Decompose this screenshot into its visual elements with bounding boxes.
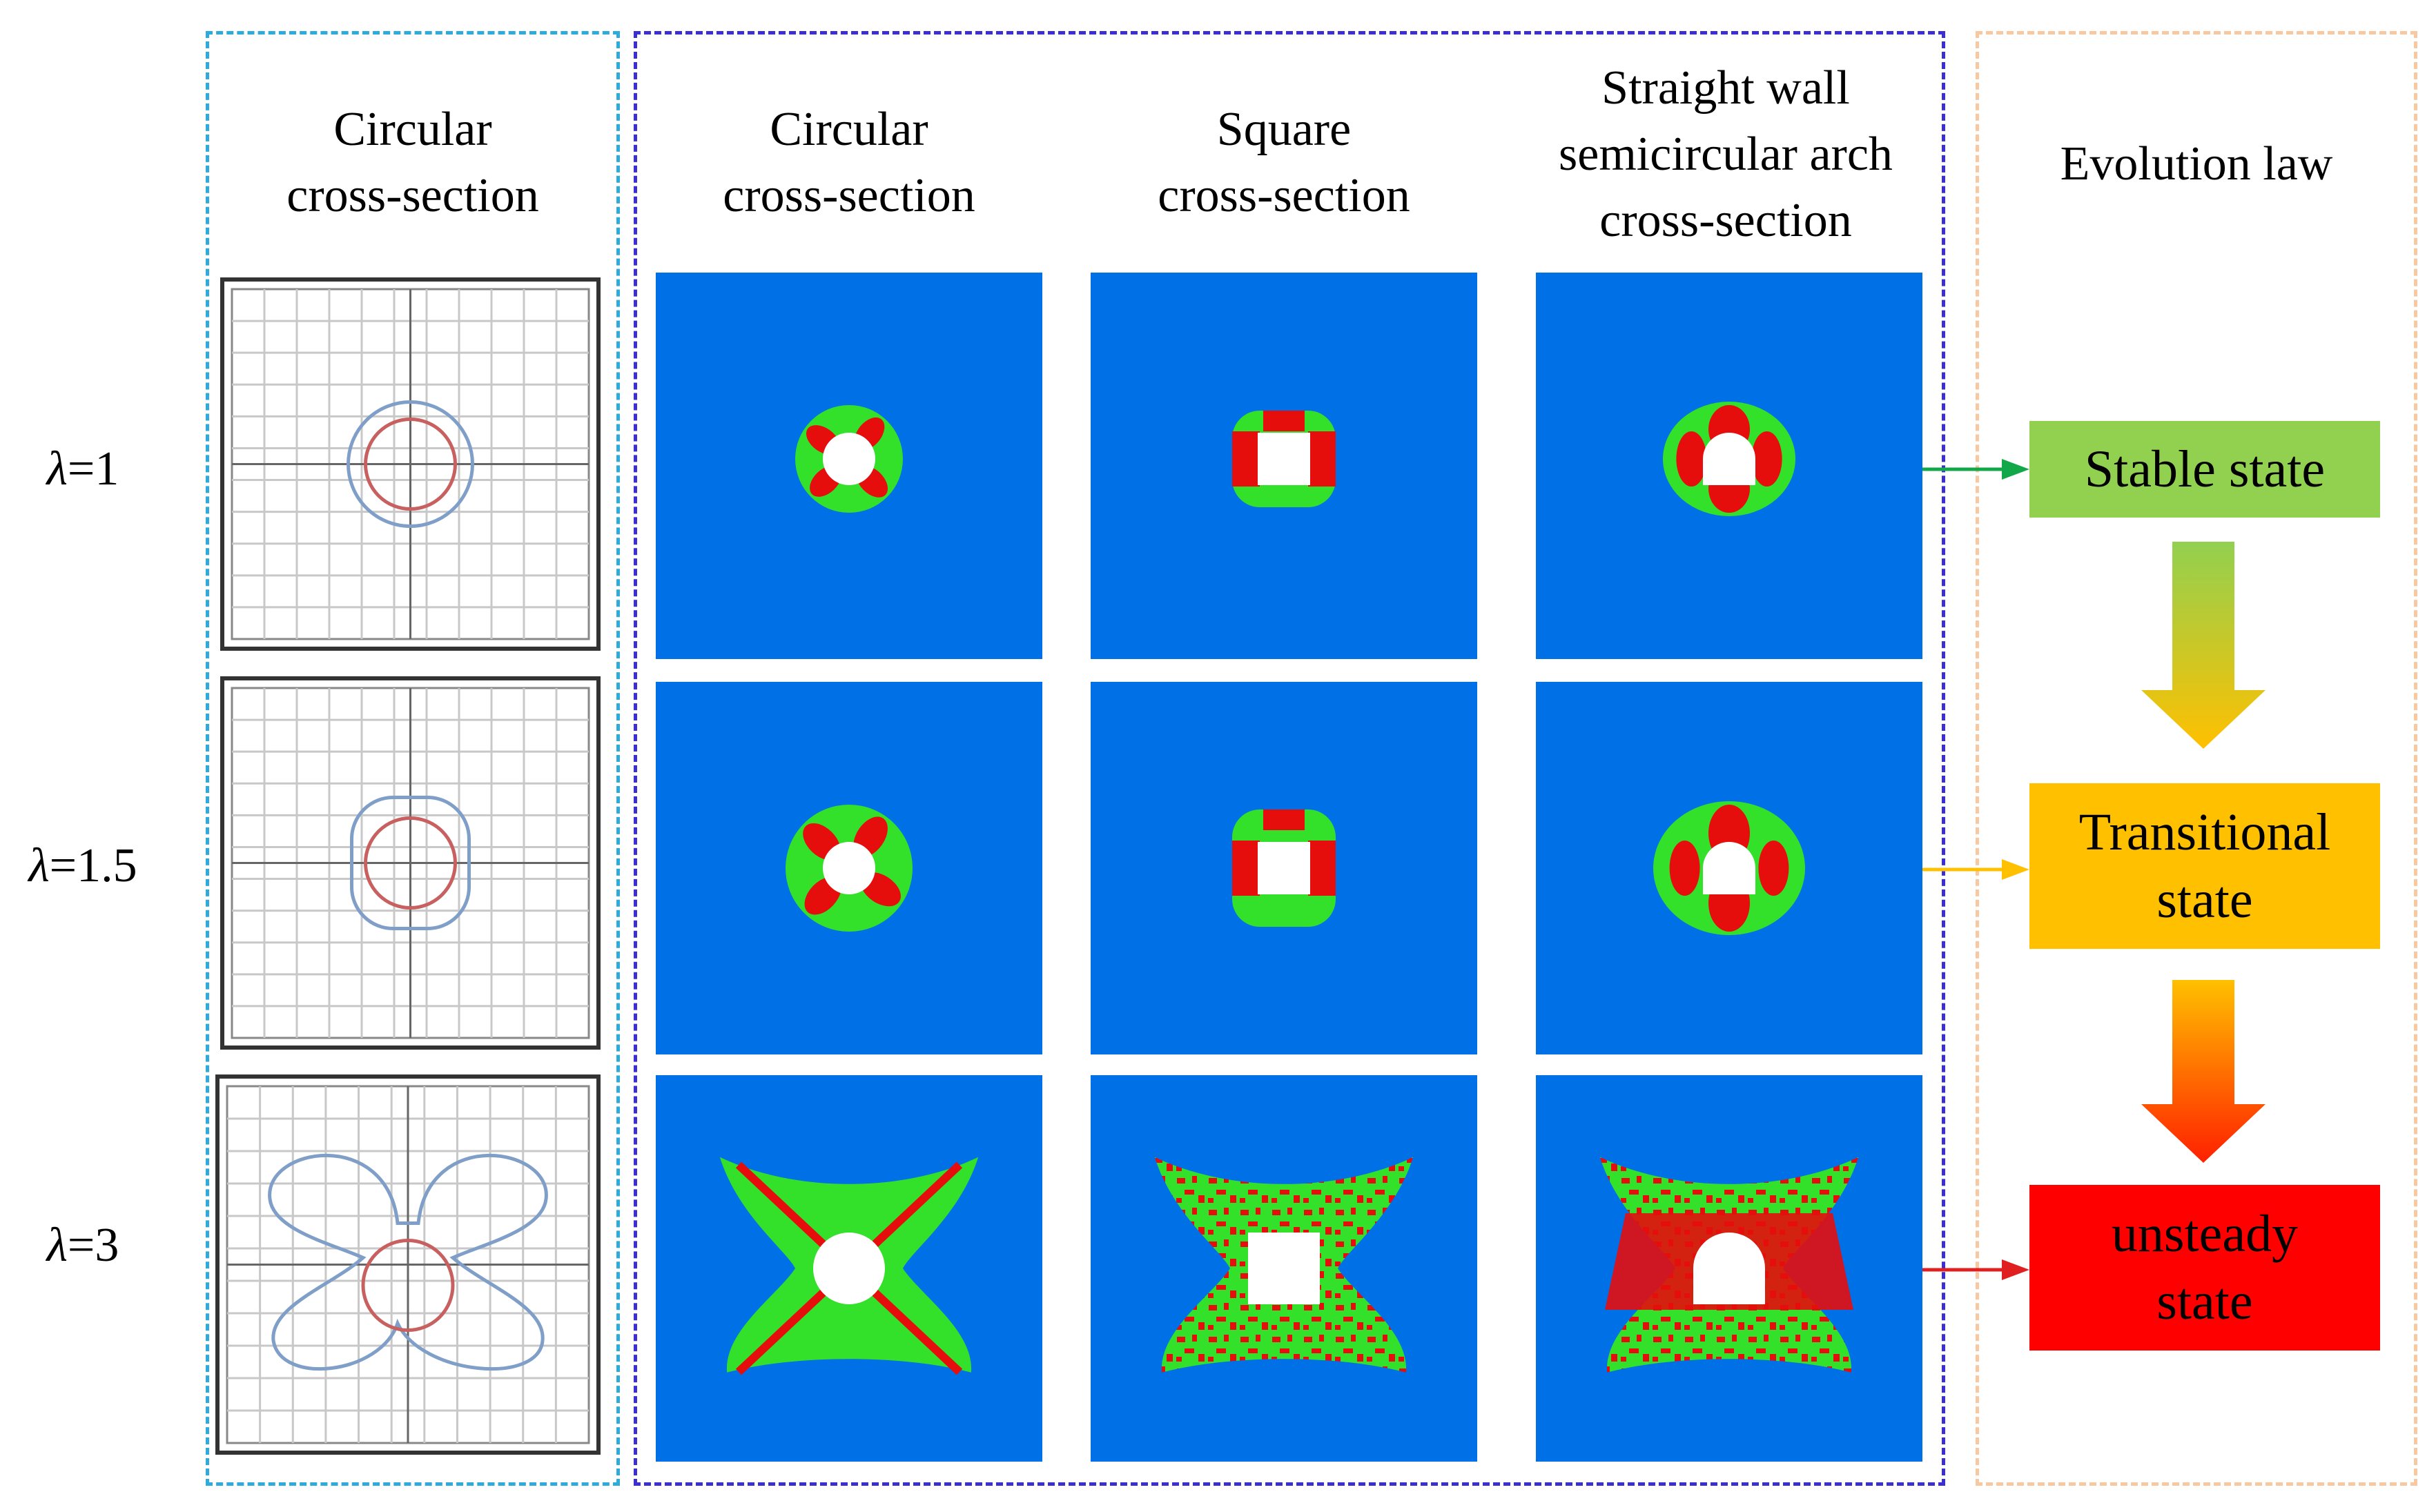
- failure-patch: [1751, 431, 1782, 487]
- tunnel-opening: [1248, 1233, 1320, 1304]
- failure-patch: [1232, 841, 1260, 896]
- sim-panel-r2-c3: [1536, 682, 1922, 1054]
- lambda-symbol: λ: [28, 839, 50, 892]
- lambda-symbol: λ: [46, 442, 68, 495]
- opening-outline: [361, 1239, 455, 1332]
- lambda-value: =1.5: [49, 839, 137, 892]
- sim-arch-header: Straight wall semicircular arch cross-se…: [1505, 55, 1947, 254]
- sim-panel-r3-c3: [1536, 1075, 1922, 1462]
- failure-patch: [1669, 841, 1700, 896]
- theory-column-header: Circular cross-section: [206, 97, 620, 229]
- state-label: unsteady: [2111, 1205, 2299, 1263]
- tunnel-opening: [1693, 1233, 1765, 1304]
- theory-frame: [206, 31, 620, 1486]
- lambda-symbol: λ: [46, 1219, 68, 1272]
- lambda-value: =1: [67, 442, 119, 495]
- plastic-zone-outline: [347, 400, 474, 528]
- theory-panels: [215, 277, 601, 1455]
- header-line: Straight wall: [1601, 61, 1850, 115]
- tunnel-opening: [1703, 433, 1755, 485]
- row-label-3: λ=3: [7, 1218, 159, 1273]
- failure-patch: [1263, 411, 1305, 431]
- state-box-unsteady: unsteady state: [2029, 1185, 2380, 1351]
- simulation-frame: [634, 31, 1945, 1486]
- row3-arrowhead: [2002, 1259, 2029, 1280]
- tunnel-opening: [813, 1233, 885, 1304]
- sim-panel-r2-c2: [1091, 682, 1477, 1054]
- sim-panel-r3-c2: [1091, 1075, 1477, 1462]
- tunnel-opening: [1703, 842, 1755, 894]
- sim-panel-r1-c3: [1536, 273, 1922, 659]
- opening-outline: [364, 816, 457, 910]
- header-line: cross-section: [1599, 194, 1852, 247]
- tunnel-opening: [1258, 842, 1310, 894]
- sim-panel-r1-c2: [1091, 273, 1477, 659]
- sim-panel-r3-c1: [656, 1075, 1042, 1462]
- row-label-2: λ=1.5: [7, 838, 159, 894]
- theory-panel-2: [220, 676, 601, 1050]
- state-box-transitional: Transitional state: [2029, 783, 2380, 949]
- row-label-1: λ=1: [7, 442, 159, 497]
- tunnel-opening: [823, 842, 875, 894]
- header-line: cross-section: [286, 169, 539, 222]
- failure-patch: [1758, 841, 1789, 896]
- theory-panel-1: [220, 277, 601, 651]
- row1-arrowhead: [2002, 459, 2029, 480]
- header-line: Evolution law: [2060, 137, 2333, 190]
- sim-panel-r1-c1: [656, 273, 1042, 659]
- failure-patch: [1308, 841, 1336, 896]
- state-label: state: [2156, 871, 2253, 929]
- evolution-header: Evolution law: [1976, 131, 2417, 197]
- failure-patch: [1263, 809, 1305, 830]
- header-line: Circular: [333, 103, 492, 156]
- header-line: semicircular arch: [1559, 128, 1893, 181]
- theory-panel-3: [215, 1074, 601, 1455]
- state-label: state: [2156, 1273, 2253, 1331]
- evolution-frame: [1976, 31, 2417, 1486]
- row2-arrowhead: [2002, 859, 2029, 880]
- state-label: Stable state: [2084, 440, 2326, 498]
- sim-panel-r2-c1: [656, 682, 1042, 1054]
- sim-circular-header: Circular cross-section: [656, 97, 1042, 229]
- plastic-zone-outline: [350, 796, 471, 930]
- tunnel-opening: [1258, 433, 1310, 485]
- opening-outline: [364, 418, 457, 511]
- failure-patch: [1232, 431, 1260, 487]
- lambda-value: =3: [67, 1219, 119, 1272]
- down-arrow-2: [2141, 980, 2266, 1163]
- state-label: Transitional: [2078, 803, 2331, 861]
- header-line: Square: [1216, 103, 1352, 156]
- evolution-arrows: [1922, 459, 2266, 1280]
- sim-square-header: Square cross-section: [1091, 97, 1477, 229]
- state-box-stable: Stable state: [2029, 421, 2380, 518]
- plastic-zone-outline: [268, 1153, 548, 1371]
- header-line: cross-section: [1158, 169, 1410, 222]
- tunnel-opening: [823, 433, 875, 485]
- failure-patch: [1308, 431, 1336, 487]
- header-line: cross-section: [723, 169, 975, 222]
- header-line: Circular: [770, 103, 928, 156]
- down-arrow-1: [2141, 542, 2266, 749]
- failure-patch: [1676, 431, 1707, 487]
- simulation-panels: [656, 273, 1922, 1462]
